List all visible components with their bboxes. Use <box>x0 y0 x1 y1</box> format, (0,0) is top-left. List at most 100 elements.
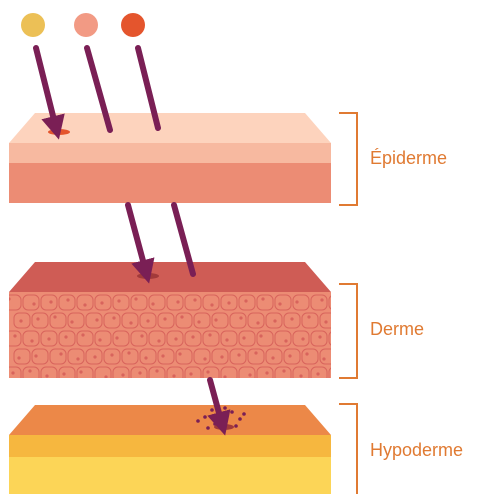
layer-label-hypoderme: Hypoderme <box>370 440 463 461</box>
derme-cell-dot <box>316 372 319 375</box>
derme-cell-dot <box>180 315 183 318</box>
derme-cell-dot <box>93 355 96 358</box>
derme-cell-dot <box>197 320 200 323</box>
derme-cell <box>329 331 345 346</box>
derme-cell-dot <box>64 335 67 338</box>
derme-cell-dot <box>36 317 39 320</box>
splatter-dot <box>203 415 207 419</box>
layer-label-epiderme: Épiderme <box>370 148 447 169</box>
derme-cell-dot <box>163 317 166 320</box>
derme-cell-dot <box>305 352 308 355</box>
derme-cell-dot <box>127 351 130 354</box>
derme-cell-dot <box>210 303 213 306</box>
bracket-epiderme <box>339 113 357 205</box>
derme-cell-dot <box>223 375 226 378</box>
derme-cell-dot <box>273 319 276 322</box>
legend-dot-red <box>121 13 145 37</box>
uv-arrow-pink-dermis <box>128 205 146 272</box>
epiderme-upper-band <box>9 143 331 163</box>
derme-cell <box>338 349 354 364</box>
derme-cell-dot <box>95 318 98 321</box>
derme-cell-dot <box>242 336 245 339</box>
derme-cell-dot <box>227 301 230 304</box>
derme-cell <box>329 295 345 310</box>
derme-cell-dot <box>290 317 293 320</box>
derme-cell-dot <box>28 369 31 372</box>
hypoderme-upper-band <box>9 435 331 457</box>
bracket-hypoderme <box>339 404 357 494</box>
derme-cell-dot <box>81 333 84 336</box>
derme-cell-dot <box>299 374 302 377</box>
derme-cell-dot <box>301 337 304 340</box>
derme-cell-dot <box>19 319 22 322</box>
splatter-dot <box>242 412 246 416</box>
derme-cell-dot <box>261 297 264 300</box>
derme-cell-dot <box>335 333 338 336</box>
derme-cell-dot <box>49 300 52 303</box>
derme-cell-dot <box>66 298 69 301</box>
derme-cell-dot <box>155 369 158 372</box>
derme-cell-dot <box>225 338 228 341</box>
derme-cell-dot <box>320 298 323 301</box>
derme-cell-dot <box>121 373 124 376</box>
derme-cell-dot <box>256 321 259 324</box>
derme-cell-dot <box>214 318 217 321</box>
derme-cell-dot <box>146 319 149 322</box>
derme-cell-dot <box>144 356 147 359</box>
derme-cell-dot <box>208 333 211 336</box>
bracket-derme <box>339 284 357 378</box>
derme-cell-dot <box>47 337 50 340</box>
epiderme-front-face <box>9 163 331 203</box>
splatter-dot <box>234 424 238 428</box>
derme-cell-dot <box>244 299 247 302</box>
derme-cell-dot <box>34 354 37 357</box>
derme-top-face <box>9 262 331 292</box>
derme-cell-dot <box>318 335 321 338</box>
splatter-dot <box>238 417 242 421</box>
derme-cell-dot <box>174 337 177 340</box>
derme-cell-dot <box>206 370 209 373</box>
legend-dot-yellow <box>21 13 45 37</box>
splatter-dot <box>206 426 210 430</box>
derme-cell-dot <box>237 353 240 356</box>
derme-cell-dot <box>278 302 281 305</box>
derme-cell-dot <box>172 374 175 377</box>
legend-dot-pink <box>74 13 98 37</box>
hypoderme-slab <box>9 405 331 494</box>
derme-cell-dot <box>295 300 298 303</box>
derme-cell-dot <box>98 338 101 341</box>
derme-cell-dot <box>189 372 192 375</box>
derme-cell-dot <box>112 316 115 319</box>
derme-cell-dot <box>134 297 137 300</box>
derme-cell-dot <box>100 301 103 304</box>
hypoderme-top-face <box>9 405 331 435</box>
derme-cell-dot <box>79 370 82 373</box>
derme-cell-dot <box>333 370 336 373</box>
derme-cell-dot <box>7 297 10 300</box>
derme-cell-dot <box>347 355 350 358</box>
derme-cell-dot <box>271 356 274 359</box>
derme-cell-dot <box>83 303 86 306</box>
layer-label-derme: Derme <box>370 319 424 340</box>
derme-cell-dot <box>254 351 257 354</box>
splatter-dot <box>230 410 234 414</box>
derme-cell-dot <box>322 357 325 360</box>
derme-cell-dot <box>140 334 143 337</box>
derme-cell-dot <box>117 299 120 302</box>
derme-cell-dot <box>17 356 20 359</box>
derme-cell-dot <box>265 371 268 374</box>
derme-cell-dot <box>62 372 65 375</box>
derme-cell-dot <box>138 371 141 374</box>
derme-cell-dot <box>284 339 287 342</box>
derme-cell-dot <box>220 355 223 358</box>
epiderme-impact-mark <box>48 129 70 135</box>
derme-cell-dot <box>13 334 16 337</box>
derme-cell-dot <box>193 298 196 301</box>
derme-cell-dot <box>115 336 118 339</box>
derme-slab <box>5 262 354 382</box>
hypoderme-front-face <box>9 457 331 494</box>
derme-cell-dot <box>341 318 344 321</box>
splatter-dot <box>223 406 227 410</box>
derme-cell-dot <box>248 373 251 376</box>
